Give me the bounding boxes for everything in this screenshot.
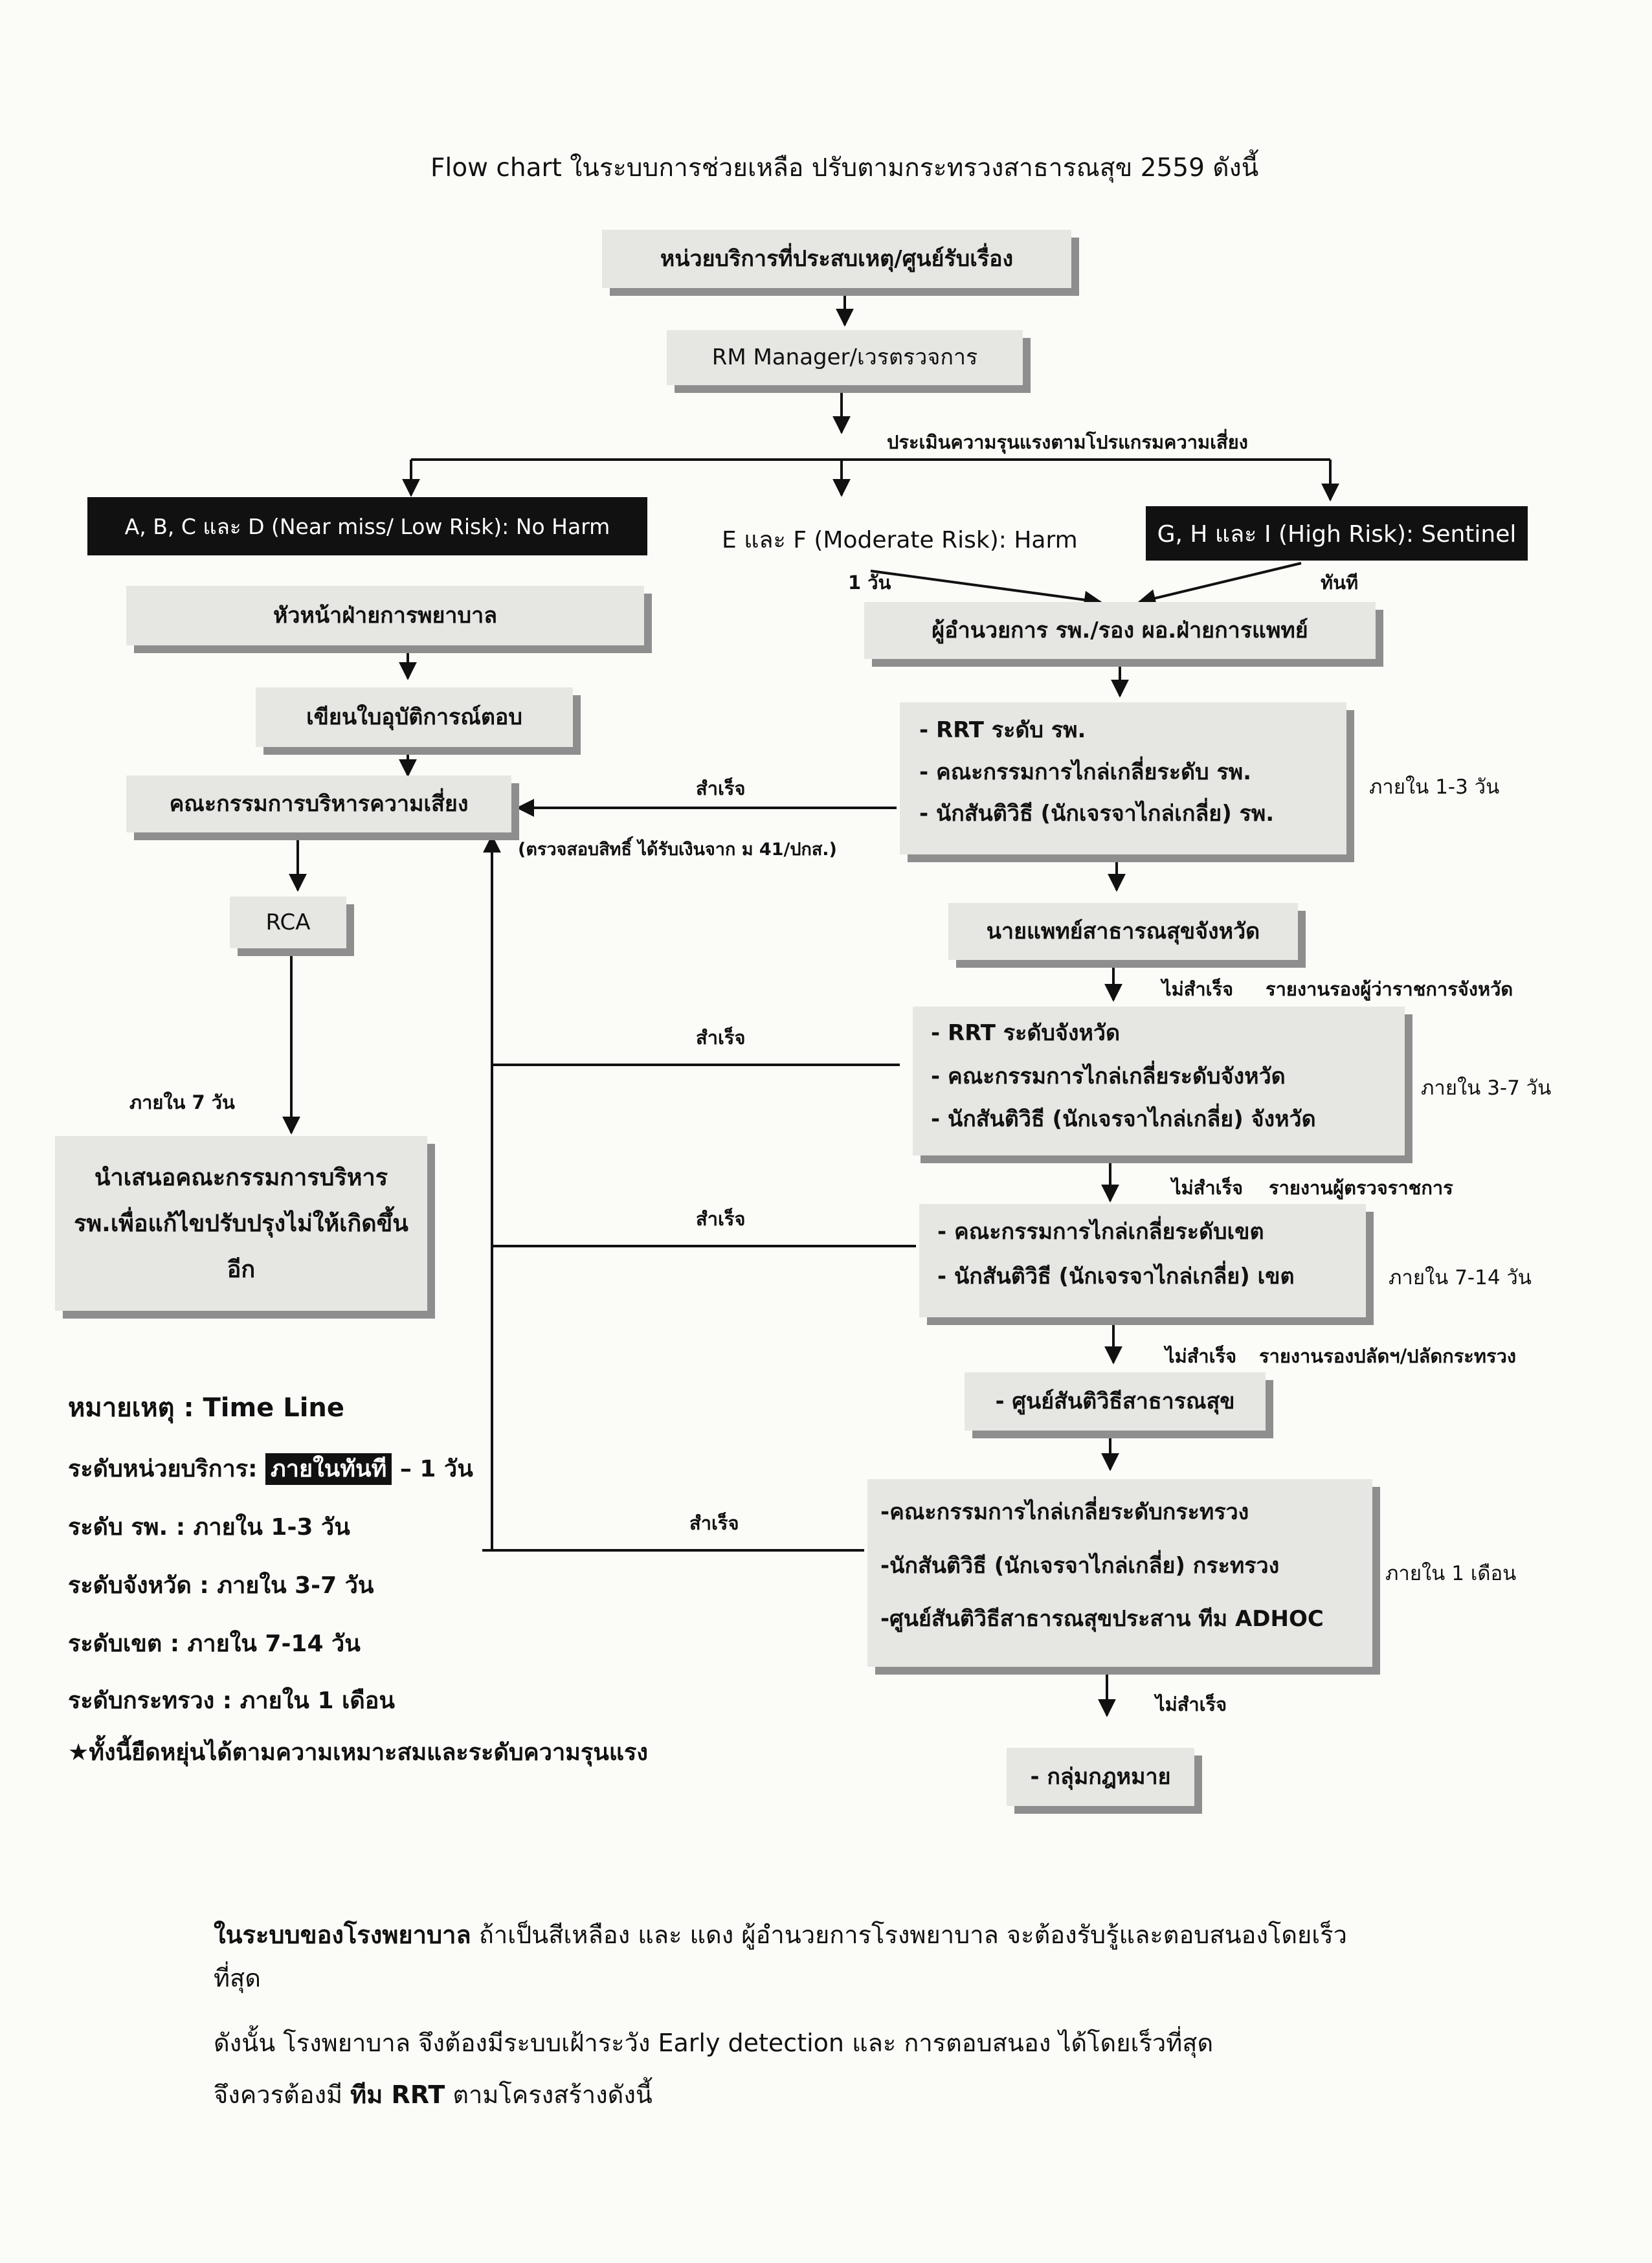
- hospital-time-label: ภายใน 1-3 วัน: [1369, 775, 1500, 799]
- success-label-ministry: สำเร็จ: [689, 1512, 739, 1534]
- report-permanent-secretary-label: รายงานรองปลัดฯ/ปลัดกระทรวง: [1259, 1345, 1517, 1367]
- legend-unit-suffix: – 1 วัน: [399, 1456, 473, 1482]
- paragraph-line-1-rest: ถ้าเป็นสีเหลือง และ แดง ผู้อำนวยการโรงพย…: [471, 1921, 1348, 1949]
- provincial-doctor-box: นายแพทย์สาธารณสุขจังหวัด: [948, 903, 1298, 960]
- region-level-box: - คณะกรรมการไกล่เกลี่ยระดับเขต - นักสันต…: [919, 1204, 1366, 1317]
- hospital-line-rrt: - RRT ระดับ รพ.: [919, 717, 1086, 743]
- ministry-time-label: ภายใน 1 เดือน: [1385, 1562, 1517, 1585]
- ministry-level-box: -คณะกรรมการไกล่เกลี่ยระดับกระทรวง -นักสั…: [867, 1479, 1372, 1667]
- hospital-level-box: - RRT ระดับ รพ. - คณะกรรมการไกล่เกลี่ยระ…: [900, 702, 1346, 854]
- success-label-hospital: สำเร็จ: [696, 777, 746, 799]
- legend-province: ระดับจังหวัด : ภายใน 3-7 วัน: [68, 1572, 374, 1599]
- legend-star-note: ★ทั้งนี้ยืดหยุ่นได้ตามความเหมาะสมและระดั…: [68, 1739, 648, 1766]
- level-ef-label: E และ F (Moderate Risk): Harm: [722, 527, 1078, 553]
- paragraph-line-4: จึงควรต้องมี ทีม RRT ตามโครงสร้างดังนี้: [214, 2075, 653, 2114]
- legend-ministry: ระดับกระทรวง : ภายใน 1 เดือน: [68, 1688, 395, 1714]
- province-line-rrt: - RRT ระดับจังหวัด: [931, 1020, 1121, 1046]
- paragraph-line-1-bold: ในระบบของโรงพยาบาล: [214, 1921, 471, 1949]
- ministry-line-committee: -คณะกรรมการไกล่เกลี่ยระดับกระทรวง: [880, 1499, 1249, 1525]
- hospital-line-committee: - คณะกรรมการไกล่เกลี่ยระดับ รพ.: [919, 759, 1252, 785]
- region-time-label: ภายใน 7-14 วัน: [1389, 1266, 1532, 1289]
- fail-label-1: ไม่สำเร็จ: [1162, 978, 1234, 1000]
- present-line-1: นำเสนอคณะกรรมการบริหาร: [94, 1164, 388, 1191]
- write-report-box: เขียนใบอุบัติการณ์ตอบ: [256, 687, 573, 747]
- peace-center-box: - ศูนย์สันติวิธีสาธารณสุข: [965, 1372, 1266, 1431]
- province-time-label: ภายใน 3-7 วัน: [1421, 1076, 1552, 1100]
- fail-label-3: ไม่สำเร็จ: [1165, 1345, 1237, 1367]
- legal-group-box: - กลุ่มกฎหมาย: [1007, 1748, 1194, 1806]
- arrow-ef-to-director: [870, 570, 1102, 609]
- present-line-2: รพ.เพื่อแก้ไขปรับปรุงไม่ให้เกิดขึ้น: [74, 1210, 408, 1237]
- ghi-time-label: ทันที: [1321, 572, 1359, 594]
- within-7-label: ภายใน 7 วัน: [129, 1091, 235, 1113]
- province-line-mediator: - นักสันติวิธี (นักเจรจาไกล่เกลี่ย) จังห…: [931, 1106, 1316, 1132]
- legend-region: ระดับเขต : ภายใน 7-14 วัน: [68, 1631, 361, 1657]
- legend-unit-level: ระดับหน่วยบริการ: ภายในทันที – 1 วัน: [68, 1450, 473, 1487]
- region-line-mediator: - นักสันติวิธี (นักเจรจาไกล่เกลี่ย) เขต: [937, 1263, 1295, 1289]
- success-label-region: สำเร็จ: [696, 1208, 746, 1230]
- reporting-unit-box: หน่วยบริการที่ประสบเหตุ/ศูนย์รับเรื่อง: [602, 230, 1071, 288]
- paragraph-line-4-post: ตามโครงสร้างดังนี้: [445, 2080, 653, 2109]
- risk-committee-box: คณะกรรมการบริหารความเสี่ยง: [126, 775, 511, 832]
- legend-heading: หมายเหตุ : Time Line: [68, 1393, 345, 1423]
- paragraph-line-2: ที่สุด: [214, 1964, 261, 1992]
- director-box: ผู้อำนวยการ รพ./รอง ผอ.ฝ่ายการแพทย์: [864, 602, 1376, 659]
- region-line-committee: - คณะกรรมการไกล่เกลี่ยระดับเขต: [937, 1219, 1264, 1245]
- rca-box: RCA: [230, 897, 346, 948]
- report-inspector-label: รายงานผู้ตรวจราชการ: [1269, 1177, 1453, 1199]
- fail-label-4: ไม่สำเร็จ: [1155, 1693, 1227, 1715]
- province-level-box: - RRT ระดับจังหวัด - คณะกรรมการไกล่เกลี่…: [913, 1007, 1405, 1155]
- legend-unit-highlight: ภายในทันที: [265, 1453, 392, 1485]
- ministry-line-mediator: -นักสันติวิธี (นักเจรจาไกล่เกลี่ย) กระทร…: [880, 1552, 1280, 1579]
- success-label-province: สำเร็จ: [696, 1027, 746, 1049]
- report-deputy-governor-label: รายงานรองผู้ว่าราชการจังหวัด: [1266, 978, 1513, 1000]
- ministry-line-adhoc: -ศูนย์สันติวิธีสาธารณสุขประสาน ทีม ADHOC: [880, 1606, 1324, 1632]
- legend-hospital: ระดับ รพ. : ภายใน 1-3 วัน: [68, 1514, 350, 1541]
- legend-unit-prefix: ระดับหน่วยบริการ:: [68, 1456, 258, 1482]
- page-title: Flow chart ในระบบการช่วยเหลือ ปรับตามกระ…: [430, 153, 1259, 183]
- present-committee-box: นำเสนอคณะกรรมการบริหาร รพ.เพื่อแก้ไขปรับ…: [55, 1136, 427, 1311]
- paragraph-line-4-pre: จึงควรต้องมี: [214, 2080, 351, 2109]
- paragraph-line-4-bold: ทีม RRT: [350, 2080, 445, 2109]
- paragraph-line-1: ในระบบของโรงพยาบาล ถ้าเป็นสีเหลือง และ แ…: [214, 1915, 1347, 1954]
- arrow-ghi-to-director: [1137, 562, 1302, 607]
- present-line-3: อีก: [227, 1256, 256, 1283]
- hospital-line-mediator: - นักสันติวิธี (นักเจรจาไกล่เกลี่ย) รพ.: [919, 801, 1275, 827]
- province-line-committee: - คณะกรรมการไกล่เกลี่ยระดับจังหวัด: [931, 1063, 1286, 1089]
- assess-label: ประเมินความรุนแรงตามโปรแกรมความเสี่ยง: [887, 431, 1248, 453]
- nursing-head-box: หัวหน้าฝ่ายการพยาบาล: [126, 586, 644, 645]
- level-abcd-box: A, B, C และ D (Near miss/ Low Risk): No …: [87, 497, 647, 555]
- fail-label-2: ไม่สำเร็จ: [1172, 1177, 1244, 1199]
- check-rights-note: (ตรวจสอบสิทธิ์ ได้รับเงินจาก ม 41/ปกส.): [518, 840, 837, 860]
- rm-manager-box: RM Manager/เวรตรวจการ: [667, 330, 1023, 385]
- ef-time-label: 1 วัน: [848, 572, 891, 594]
- level-ghi-box: G, H และ I (High Risk): Sentinel: [1146, 506, 1528, 561]
- paragraph-line-3: ดังนั้น โรงพยาบาล จึงต้องมีระบบเฝ้าระวัง…: [214, 2029, 1214, 2057]
